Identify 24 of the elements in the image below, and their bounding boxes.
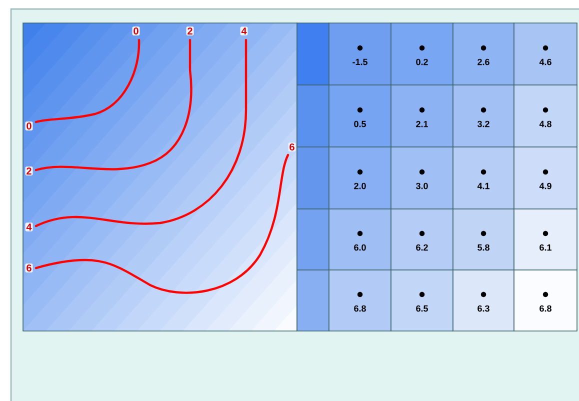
value-cell: 6.8 [514,270,578,332]
value-cell: 4.1 [452,146,514,210]
value-cell: 4.8 [514,84,578,148]
value-cell: 4.9 [514,146,578,210]
contour-label: 2 [186,26,194,36]
value-cell: 6.5 [390,270,454,332]
value-cell: -1.5 [328,22,392,86]
value-cell: 2.6 [452,22,514,86]
value-cell: 3.0 [390,146,454,210]
contour-label: 4 [240,26,248,36]
value-cell: 3.2 [452,84,514,148]
contour-label: 4 [25,222,33,232]
value-cell: 6.3 [452,270,514,332]
contour-label: 2 [25,166,33,176]
value-cell: 2.0 [328,146,392,210]
value-cell: 6.1 [514,208,578,270]
value-cell: 0.2 [390,22,454,86]
value-cell: 6.2 [390,208,454,270]
value-cell: 4.6 [514,22,578,86]
value-cell: 6.8 [328,270,392,332]
value-cell: 5.8 [452,208,514,270]
value-cell: 0.5 [328,84,392,148]
value-cell: 6.0 [328,208,392,270]
value-cell: 2.1 [390,84,454,148]
